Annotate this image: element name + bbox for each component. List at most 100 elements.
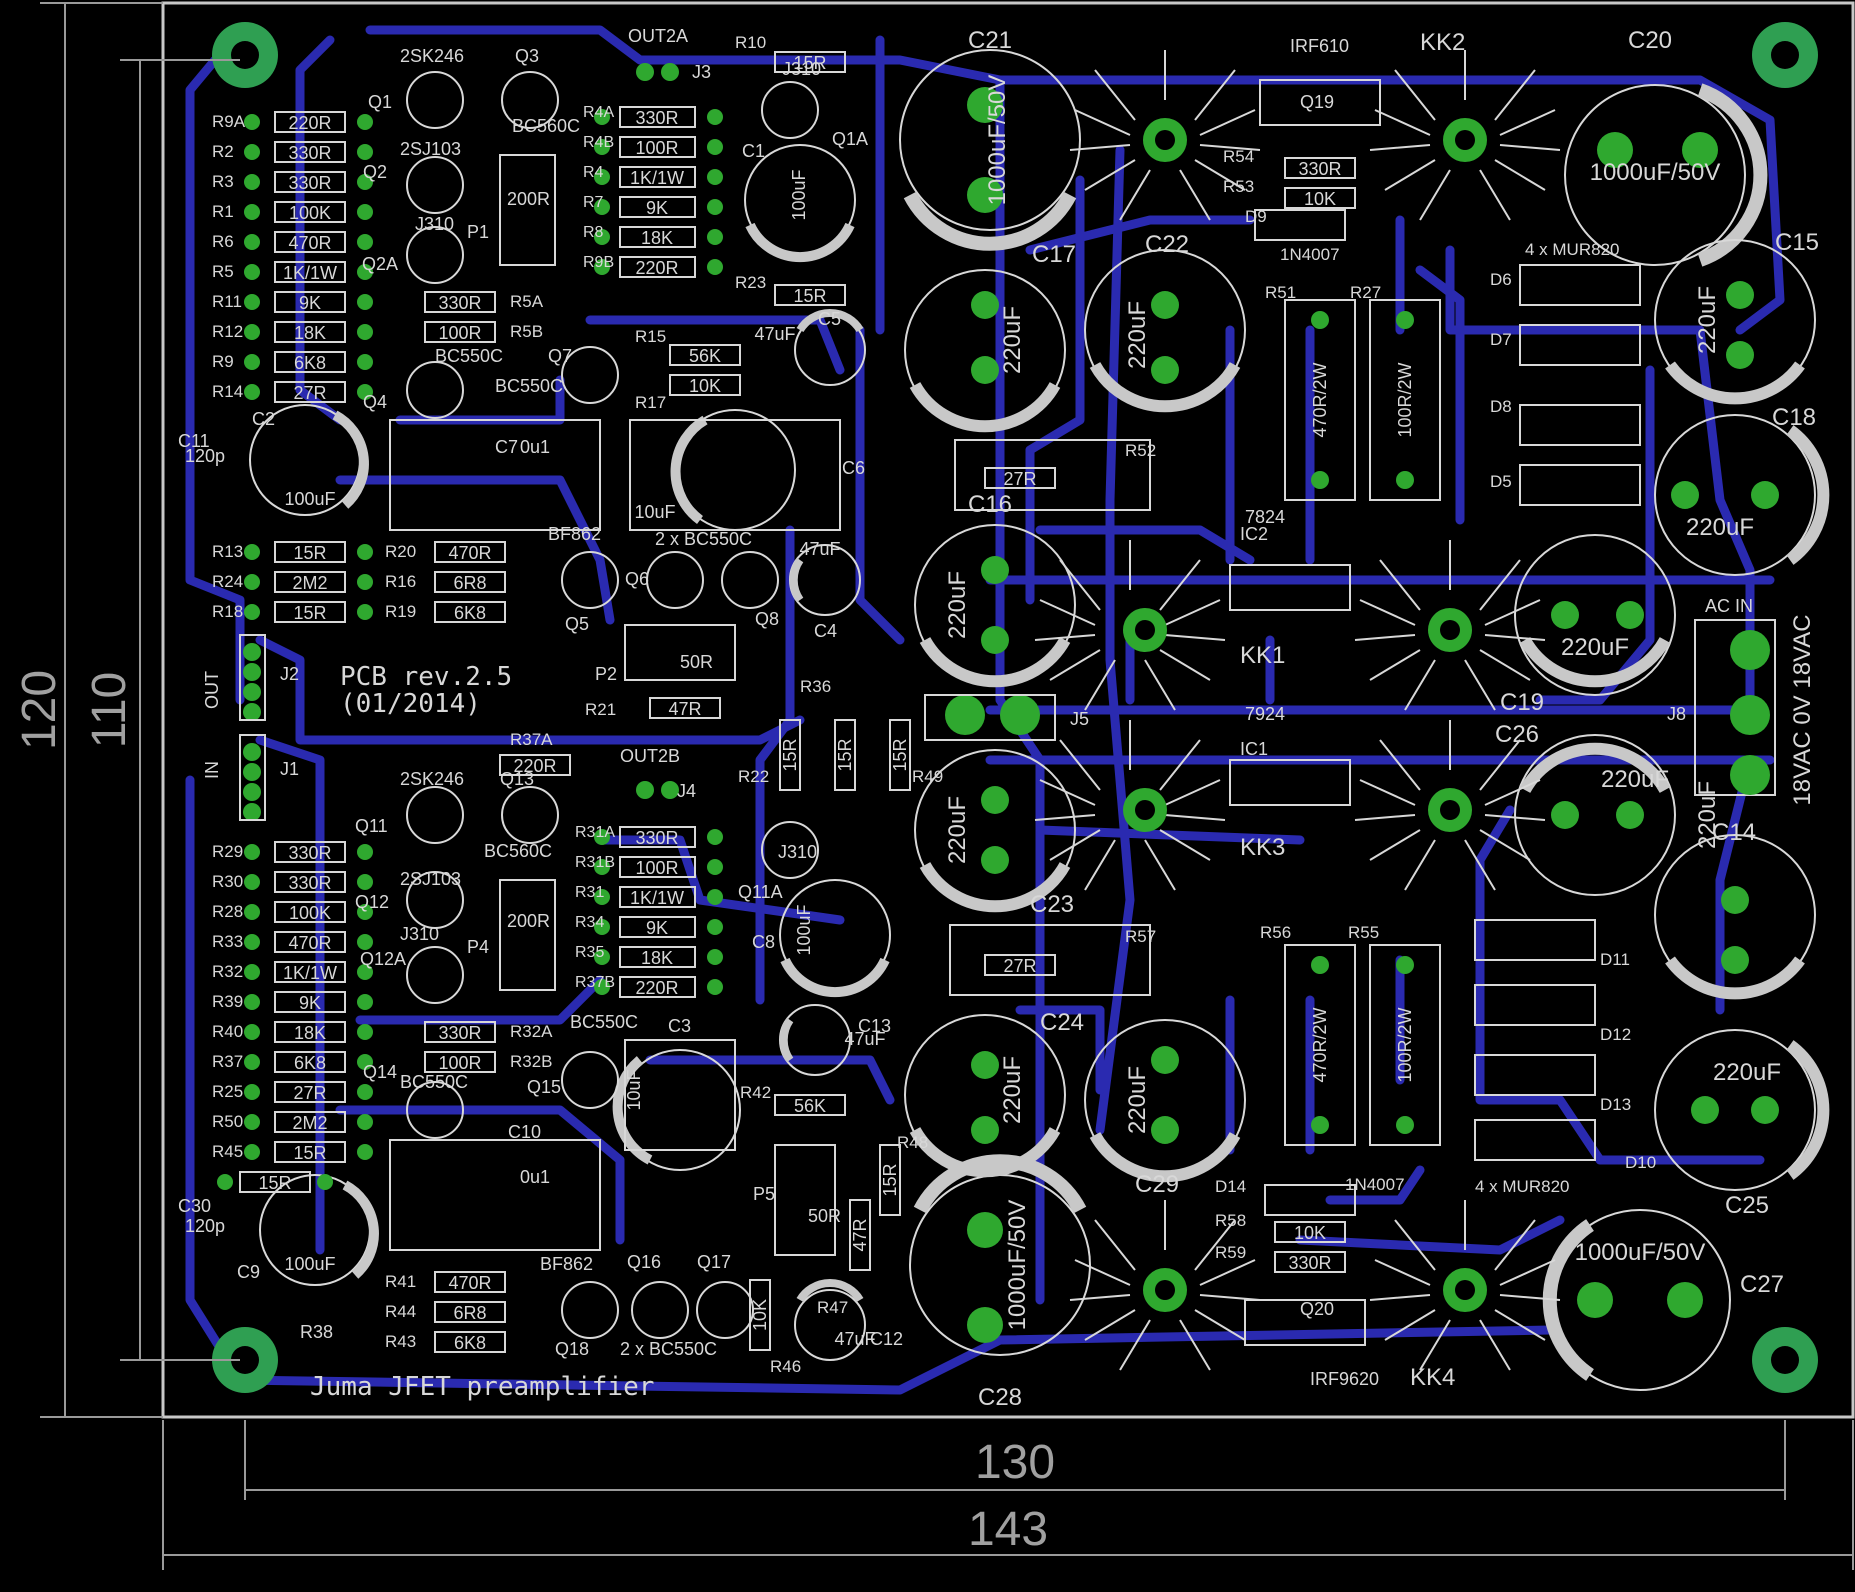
capacitor-ref: C10	[508, 1122, 541, 1142]
resistor-value: 220R	[635, 258, 678, 278]
diode-ref: D10	[1625, 1153, 1656, 1172]
pad	[244, 544, 260, 560]
capacitor-value: 100uF	[284, 1254, 335, 1274]
pad	[707, 199, 723, 215]
power-resistor-ref: R51	[1265, 283, 1296, 302]
diode-ref: D7	[1490, 330, 1512, 349]
resistor-value: 330R	[288, 843, 331, 863]
resistor-ref: R9A	[212, 112, 246, 131]
resistor-ref: R49	[912, 767, 943, 786]
transistor-ref: Q19	[1300, 92, 1334, 112]
resistor-value: 220R	[288, 113, 331, 133]
pad	[244, 1024, 260, 1040]
resistor-body	[619, 826, 696, 848]
resistor-ref: R13	[212, 542, 243, 561]
pad	[244, 934, 260, 950]
resistor-value: 15R	[258, 1173, 291, 1193]
pad	[357, 114, 373, 130]
transistor-part: IRF9620	[1310, 1369, 1379, 1389]
resistor-value: 220R	[635, 978, 678, 998]
pad	[244, 174, 260, 190]
pad	[317, 1174, 333, 1190]
resistor-body	[274, 931, 346, 953]
capacitor-value: 220uF	[944, 796, 971, 864]
resistor-value: 470R	[288, 233, 331, 253]
pad	[1396, 1116, 1414, 1134]
pad	[357, 264, 373, 280]
pad	[1396, 311, 1414, 329]
resistor-body	[619, 136, 696, 158]
pad	[357, 844, 373, 860]
resistor-body	[779, 719, 801, 791]
pad	[357, 1114, 373, 1130]
capacitor-value: 220uF	[1124, 1066, 1151, 1134]
diode-ref: D13	[1600, 1095, 1631, 1114]
capacitor-ref: C3	[668, 1016, 691, 1036]
resistor-ref: R39	[212, 992, 243, 1011]
resistor-value: 15R	[780, 738, 800, 771]
capacitor-ref: C9	[237, 1262, 260, 1282]
capacitor-value: 10uF	[624, 1069, 644, 1110]
resistor-value: 100R	[635, 858, 678, 878]
resistor-body	[424, 321, 496, 343]
resistor-ref: R33	[212, 932, 243, 951]
resistor-body	[274, 171, 346, 193]
resistor-body	[669, 374, 741, 396]
resistor-body	[274, 1021, 346, 1043]
resistor-value: 100R	[438, 1053, 481, 1073]
transistor-ref: Q1	[368, 92, 392, 112]
transistor-part: 2 x BC550C	[655, 529, 752, 549]
pad	[244, 874, 260, 890]
heatsink-ref: KK4	[1410, 1364, 1455, 1391]
capacitor-ref: C27	[1740, 1271, 1784, 1298]
resistor-ref: R32A	[510, 1022, 553, 1041]
dim-height-inner: 110	[83, 672, 136, 749]
transistor-part: 7924	[1245, 704, 1285, 724]
resistor-value: 15R	[890, 738, 910, 771]
transistor-part: J310	[400, 924, 439, 944]
resistor-body	[1284, 157, 1356, 179]
resistor-body	[1274, 1251, 1346, 1273]
trimmer-ref: P2	[595, 664, 617, 684]
resistor-ref: R48	[897, 1133, 928, 1152]
label-j8: J8	[1667, 704, 1686, 724]
diode-ref: D6	[1490, 270, 1512, 289]
resistor-value: 6K8	[454, 603, 486, 623]
trimmer-ref: P5	[753, 1184, 775, 1204]
resistor-body	[619, 226, 696, 248]
pad	[244, 354, 260, 370]
capacitor-ref: C26	[1495, 721, 1539, 748]
capacitor-value: 1000uF/50V	[1575, 1239, 1706, 1266]
bridge-top-label: 4 x MUR820	[1525, 240, 1619, 259]
resistor-value: 1K/1W	[283, 263, 337, 283]
pad	[357, 874, 373, 890]
resistor-value: 15R	[793, 286, 826, 306]
label-in: IN	[202, 761, 222, 779]
resistor-body	[774, 51, 846, 73]
resistor-value: 47R	[668, 699, 701, 719]
resistor-ref: R37	[212, 1052, 243, 1071]
pad	[243, 803, 261, 821]
dim-width-outer: 143	[968, 1503, 1048, 1556]
pad	[594, 829, 610, 845]
resistor-ref: R29	[212, 842, 243, 861]
resistor-ref: R16	[385, 572, 416, 591]
resistor-ref: R15	[635, 327, 666, 346]
transistor-ref: Q11A	[738, 882, 783, 902]
transistor-part: BC550C	[570, 1012, 638, 1032]
capacitor-ref: C12	[870, 1329, 903, 1349]
transistor-ref: Q20	[1300, 1299, 1334, 1319]
pad	[707, 829, 723, 845]
resistor-ref: R5B	[510, 322, 543, 341]
pad	[357, 994, 373, 1010]
label-ac-pins: 18VAC 0V 18VAC	[1789, 614, 1816, 805]
resistor-ref: R6	[212, 232, 234, 251]
capacitor-ref: C15	[1775, 229, 1819, 256]
resistor-value: 9K	[299, 993, 321, 1013]
pad	[244, 994, 260, 1010]
resistor-ref: R32	[212, 962, 243, 981]
resistor-value: 27R	[293, 1083, 326, 1103]
resistor-ref: R53	[1223, 177, 1254, 196]
resistor-ref: R46	[770, 1357, 801, 1376]
power-resistor-ref: R27	[1350, 283, 1381, 302]
